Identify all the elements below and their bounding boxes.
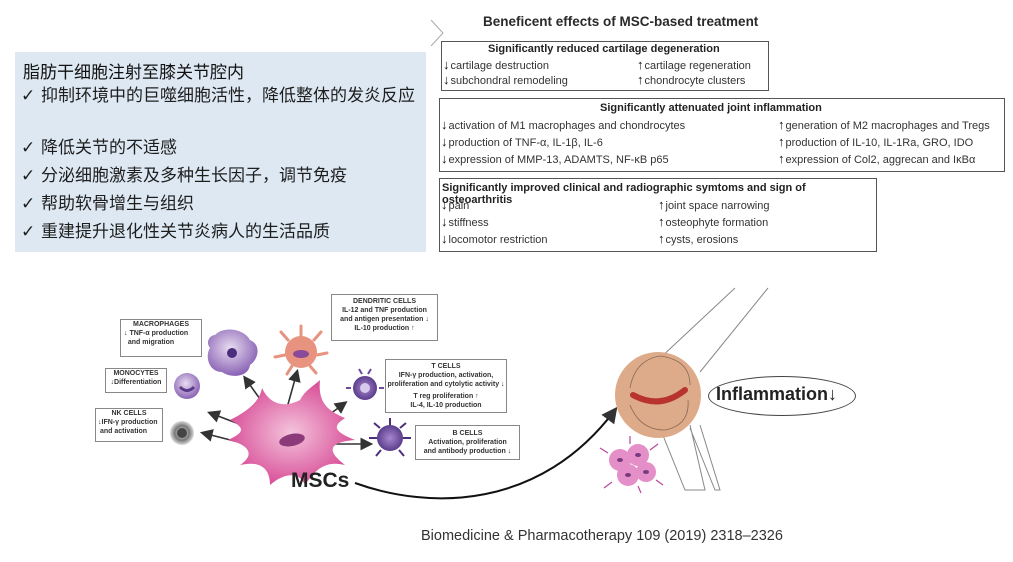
inflammation-label: Inflammation↓ — [716, 384, 838, 404]
arrow-down-icon: ↓ — [441, 231, 448, 246]
summary-title: 脂肪干细胞注射至膝关节腔内 — [23, 63, 244, 83]
effect-row: ↓activation of M1 macrophages and chondr… — [441, 117, 686, 132]
t-cells-box: T CELLS IFN-γ production, activation, pr… — [385, 359, 507, 413]
check-icon: ✓ — [21, 86, 36, 106]
summary-item: ✓抑制环境中的巨噬细胞活性，降低整体的发炎反应 — [21, 86, 415, 106]
check-icon: ✓ — [21, 166, 36, 186]
chondrocyte-cluster — [599, 436, 664, 494]
effect-row: ↑expression of Col2, aggrecan and IκBα — [778, 151, 976, 166]
t-cell — [346, 368, 384, 400]
chevron-right-icon — [430, 19, 444, 47]
arrow-up-icon: ↑ — [637, 72, 644, 87]
arrow-down-icon: ↓ — [441, 214, 448, 229]
effect-row: ↓cartilage destruction — [443, 57, 549, 72]
summary-box: 脂肪干细胞注射至膝关节腔内 ✓抑制环境中的巨噬细胞活性，降低整体的发炎反应 ✓降… — [15, 52, 426, 252]
effect-row: ↓production of TNF-α, IL-1β, IL-6 — [441, 134, 603, 149]
macrophage-cell — [207, 329, 258, 376]
arrow-up-icon: ↑ — [658, 214, 665, 229]
effect-group-inflammation: Significantly attenuated joint inflammat… — [439, 98, 1005, 172]
effect-row: ↓locomotor restriction — [441, 231, 548, 246]
summary-item: ✓分泌细胞激素及多种生长因子，调节免疫 — [21, 166, 347, 186]
msc-cell — [228, 380, 355, 485]
group-heading: Significantly attenuated joint inflammat… — [600, 102, 822, 114]
arrow-up-icon: ↑ — [778, 134, 785, 149]
dendritic-cells-box: DENDRITIC CELLS IL-12 and TNF production… — [331, 294, 438, 341]
citation: Biomedicine & Pharmacotherapy 109 (2019)… — [421, 528, 783, 544]
arrow-up-icon: ↑ — [658, 197, 665, 212]
dendritic-cell — [273, 324, 329, 376]
effect-row: ↑cartilage regeneration — [637, 57, 751, 72]
b-cells-box: B CELLS Activation, proliferation and an… — [415, 425, 520, 460]
group-heading: Significantly improved clinical and radi… — [442, 182, 806, 206]
effect-row: ↓subchondral remodeling — [443, 72, 568, 87]
effect-row: ↑generation of M2 macrophages and Tregs — [778, 117, 990, 132]
knee-joint — [615, 287, 769, 491]
nk-cells-box: NK CELLS ↓IFN-γ production and activatio… — [95, 408, 163, 442]
summary-item: ✓帮助软骨增生与组织 — [21, 194, 194, 214]
arrow-down-icon: ↓ — [441, 151, 448, 166]
summary-item: ✓重建提升退化性关节炎病人的生活品质 — [21, 222, 330, 242]
check-icon: ✓ — [21, 222, 36, 242]
effect-row: ↑chondrocyte clusters — [637, 72, 746, 87]
macrophages-box: MACROPHAGES ↓ TNF-α production and migra… — [120, 319, 202, 357]
inflammation-ellipse — [708, 376, 856, 416]
msc-mechanism-illustration — [170, 287, 769, 500]
arrow-to-joint — [354, 406, 618, 500]
nk-cell — [170, 421, 194, 445]
effect-row: ↑cysts, erosions — [658, 231, 739, 246]
arrow-down-icon: ↓ — [441, 134, 448, 149]
arrow-down-icon: ↓ — [443, 57, 450, 72]
effect-row: ↓stiffness — [441, 214, 489, 229]
check-icon: ✓ — [21, 138, 36, 158]
arrow-up-icon: ↑ — [658, 231, 665, 246]
arrow-up-icon: ↑ — [778, 151, 785, 166]
summary-item: ✓降低关节的不适感 — [21, 138, 177, 158]
msc-label: MSCs — [291, 469, 350, 492]
arrow-up-icon: ↑ — [778, 117, 785, 132]
arrow-down-icon: ↓ — [441, 197, 448, 212]
arrow-down-icon: ↓ — [441, 117, 448, 132]
effect-group-cartilage: Significantly reduced cartilage degenera… — [441, 41, 769, 91]
arrow-down-icon: ↓ — [443, 72, 450, 87]
monocytes-box: MONOCYTES ↓Differentiation — [105, 368, 167, 393]
effect-row: ↓expression of MMP-13, ADAMTS, NF-κB p65 — [441, 151, 669, 166]
effect-row: ↑joint space narrowing — [658, 197, 770, 212]
group-heading: Significantly reduced cartilage degenera… — [488, 43, 720, 55]
effects-title: Beneficent effects of MSC-based treatmen… — [483, 14, 759, 29]
arrow-up-icon: ↑ — [637, 57, 644, 72]
effect-row: ↑osteophyte formation — [658, 214, 769, 229]
monocyte-cell — [174, 373, 200, 399]
effect-row: ↑production of IL-10, IL-1Ra, GRO, IDO — [778, 134, 974, 149]
effect-row: ↓pain — [441, 197, 470, 212]
b-cell — [369, 418, 411, 457]
effect-group-clinical: Significantly improved clinical and radi… — [439, 178, 877, 252]
check-icon: ✓ — [21, 194, 36, 214]
